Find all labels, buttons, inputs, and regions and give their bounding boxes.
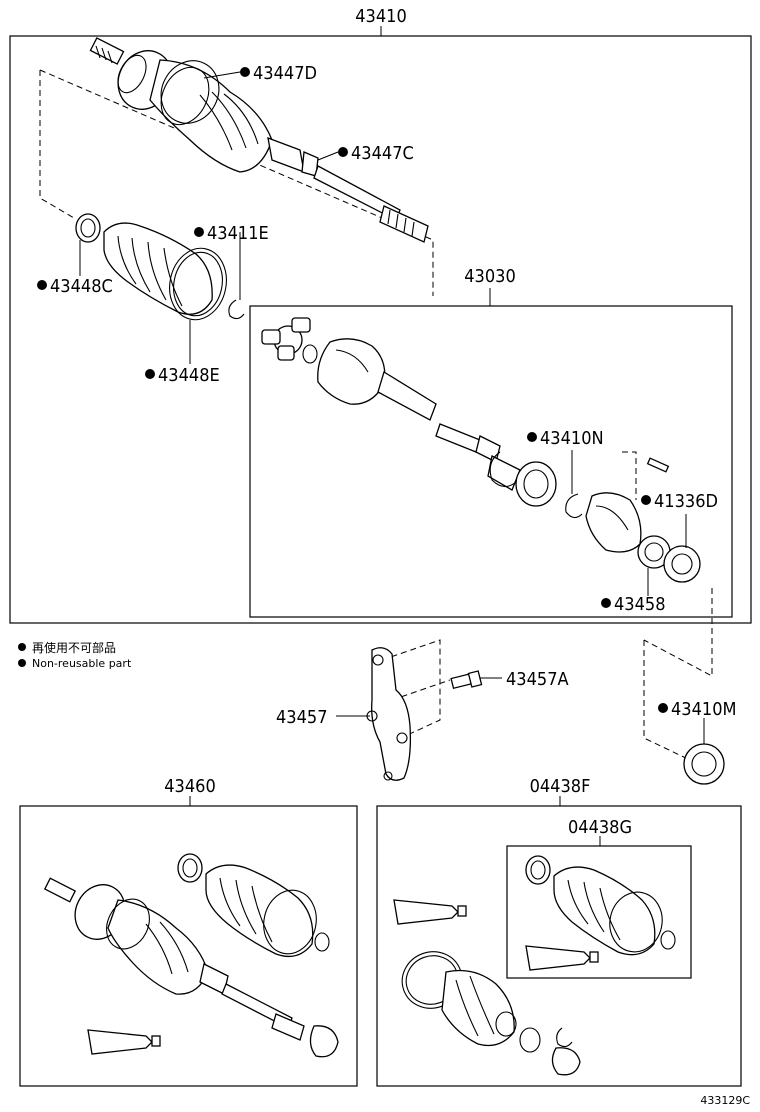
label-43410M: 43410M xyxy=(671,699,736,720)
legend-en: Non-reusable part xyxy=(32,657,132,670)
label-43448C: 43448C xyxy=(50,276,113,297)
clamp-43447D xyxy=(160,66,210,126)
label-41336D: 41336D xyxy=(654,491,718,512)
non-reusable-dot xyxy=(37,280,47,290)
outer-cv-joint-shaft xyxy=(89,37,429,243)
label-43460: 43460 xyxy=(164,776,216,797)
snap-ring-43411E xyxy=(228,299,245,320)
bearing-43410N xyxy=(515,461,557,507)
non-reusable-dot xyxy=(641,495,651,505)
label-43457A: 43457A xyxy=(506,669,569,690)
dust-seal-43410M xyxy=(683,743,725,785)
legend-dot xyxy=(18,659,26,667)
label-43447D: 43447D xyxy=(253,63,317,84)
label-43411E: 43411E xyxy=(207,223,269,244)
legend-jp: 再使用不可部品 xyxy=(32,640,116,655)
assembly-box-04438G xyxy=(506,845,692,979)
figure-code: 433129C xyxy=(700,1094,750,1107)
boot-kit-inner-parts xyxy=(525,855,676,971)
assembly-box-43030 xyxy=(249,305,733,618)
label-43410N: 43410N xyxy=(540,428,604,449)
large-clamp-43448E xyxy=(169,247,227,321)
label-04438F: 04438F xyxy=(530,776,591,797)
bolt-43457A xyxy=(450,670,483,690)
label-43458: 43458 xyxy=(614,594,666,615)
label-43447C: 43447C xyxy=(351,143,414,164)
label-43457: 43457 xyxy=(276,707,328,728)
non-reusable-dot xyxy=(658,703,668,713)
inner-joint-parts xyxy=(261,317,701,583)
non-reusable-dot xyxy=(145,369,155,379)
bearing-bracket-41336D xyxy=(585,492,642,553)
small-clamp-43448C xyxy=(75,213,101,243)
outer-shaft-parts xyxy=(43,853,339,1058)
assembly-box-43460 xyxy=(19,805,358,1087)
non-reusable-dot xyxy=(240,67,250,77)
legend-dot xyxy=(18,643,26,651)
label-43410: 43410 xyxy=(355,6,407,27)
non-reusable-dot xyxy=(338,147,348,157)
inner-boot-set xyxy=(75,213,245,321)
non-reusable-dot xyxy=(194,227,204,237)
label-43448E: 43448E xyxy=(158,365,220,386)
label-04438G: 04438G xyxy=(568,817,632,838)
non-reusable-dot xyxy=(527,432,537,442)
non-reusable-dot xyxy=(601,598,611,608)
assembly-box-04438F xyxy=(376,805,742,1087)
bracket-43457 xyxy=(366,647,412,781)
label-43030: 43030 xyxy=(464,266,516,287)
boot-kit-parts xyxy=(393,899,581,1076)
